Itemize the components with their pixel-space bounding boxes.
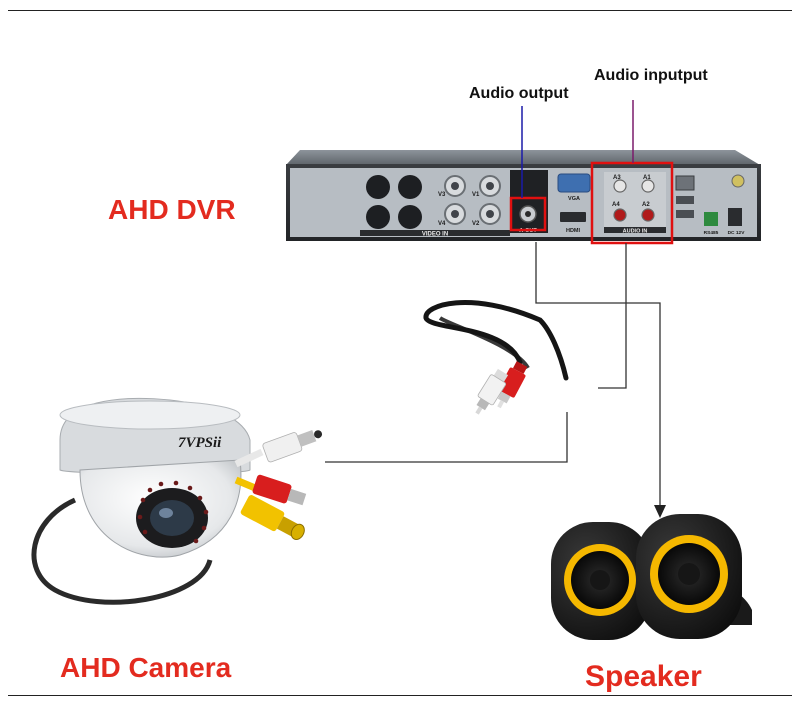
audio-label-a3: A3	[613, 175, 621, 181]
camera-plug-red	[252, 474, 307, 506]
usb-port-1	[676, 196, 694, 204]
lan-port	[675, 175, 695, 191]
a-out-module	[510, 170, 548, 233]
top-border	[8, 10, 792, 11]
usb-port-2	[676, 210, 694, 218]
rca-plug-red	[497, 361, 528, 409]
audio-label-a2: A2	[642, 202, 650, 208]
dvr-to-rca-red-line	[598, 243, 627, 389]
audio-label-a1: A1	[643, 175, 651, 181]
audio-input-label: Audio inputput	[594, 67, 708, 84]
vga-label: VGA	[568, 196, 580, 202]
channel-label-v2: V2	[472, 221, 480, 227]
ahd-camera: 7VPSii	[31, 397, 323, 605]
rs485-terminal	[704, 212, 718, 226]
dvr-to-speaker-line	[535, 242, 661, 508]
speakers	[551, 514, 752, 640]
audio-output-label: Audio output	[469, 85, 569, 102]
speaker-label: Speaker	[585, 660, 702, 693]
dc-power-jack	[728, 208, 742, 226]
camera-base	[59, 400, 241, 430]
camera-lens-icon	[150, 500, 194, 536]
audio-in-label: AUDIO IN	[623, 228, 648, 234]
bottom-border	[8, 695, 792, 696]
audio-output-highlight	[509, 196, 547, 232]
video-in-label: VIDEO IN	[422, 232, 448, 238]
audio-label-a4: A4	[612, 202, 620, 208]
dvr-label: AHD DVR	[108, 194, 236, 225]
audio-in-block	[604, 172, 666, 232]
hdmi-label: HDMI	[566, 228, 581, 234]
rca-white-to-camera-line	[325, 412, 568, 463]
ground-screw	[731, 174, 745, 188]
channel-label-v3: V3	[438, 192, 446, 198]
connection-lines	[325, 242, 661, 508]
audio-input-highlight	[590, 161, 674, 245]
speaker-arrow-icon	[654, 505, 666, 518]
rs485-label: RS485	[704, 230, 719, 236]
rca-cable	[423, 300, 569, 415]
channel-label-v1: V1	[472, 192, 480, 198]
camera-plugs	[234, 429, 323, 540]
channel-label-v4: V4	[438, 221, 446, 227]
hdmi-port	[560, 212, 586, 222]
rca-plug-white	[475, 368, 509, 415]
camera-plug-yellow	[240, 495, 305, 540]
dc12v-label: DC 12V	[728, 230, 746, 236]
ir-leds	[137, 480, 209, 544]
camera-brand-logo: 7VPSii	[178, 435, 222, 451]
fan-grille	[366, 175, 422, 229]
video-in-strip	[360, 230, 510, 236]
camera-plug-white	[262, 429, 323, 463]
vga-port	[557, 173, 591, 193]
camera-label: AHD Camera	[60, 652, 232, 683]
dvr-device: VIDEO IN V3 V1 V4 V2 A-OUT VGA HDMI A3 A…	[286, 150, 761, 241]
camera-cable	[31, 497, 213, 605]
dvr-top-cover	[286, 150, 760, 165]
bnc-ports	[444, 175, 501, 225]
